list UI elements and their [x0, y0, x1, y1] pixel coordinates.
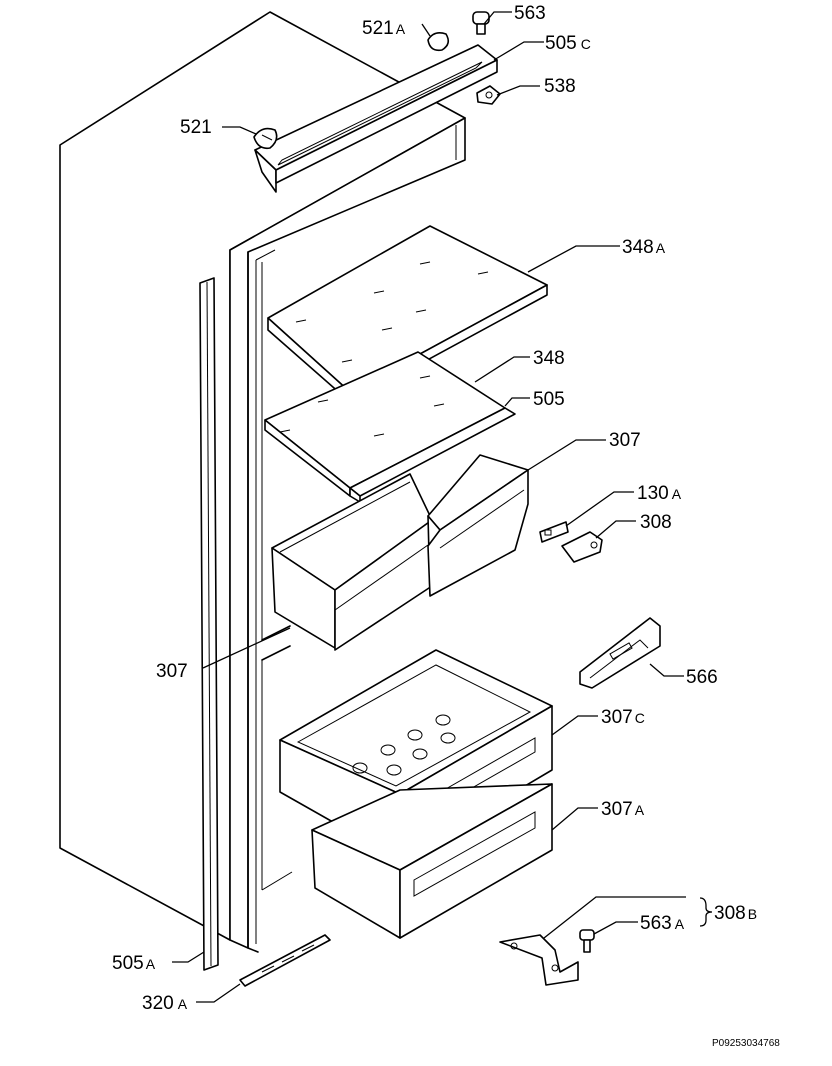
freezer-drawer-307a	[311, 783, 553, 939]
screw-563a	[579, 929, 595, 953]
cap-521a	[427, 32, 450, 52]
screw-563	[472, 11, 490, 35]
bottom-rail-320a	[239, 934, 331, 987]
shelf-bracket-566	[579, 617, 661, 689]
label-307-top: 307	[609, 430, 641, 451]
label-308: 308	[640, 512, 672, 533]
crisper-drawer-right	[427, 454, 529, 597]
clip-130a	[539, 521, 569, 543]
label-566: 566	[686, 667, 718, 688]
label-521: 521	[180, 117, 212, 138]
refrigerator-cabinet	[59, 11, 466, 953]
door-seal-strip	[199, 277, 219, 971]
label-307-left: 307	[156, 661, 188, 682]
hinge-308	[561, 531, 603, 563]
crisper-drawer-left	[271, 473, 433, 651]
label-348: 348	[533, 348, 565, 369]
bottom-hinge-308b	[499, 934, 579, 986]
label-563: 563	[514, 3, 546, 24]
label-505: 505	[533, 389, 565, 410]
top-hinge-bar	[254, 44, 498, 193]
hinge-pin-538	[476, 85, 501, 105]
document-id: P09253034768	[712, 1038, 780, 1049]
leader-lines	[172, 11, 713, 1003]
cap-521	[253, 127, 278, 150]
label-538: 538	[544, 76, 576, 97]
